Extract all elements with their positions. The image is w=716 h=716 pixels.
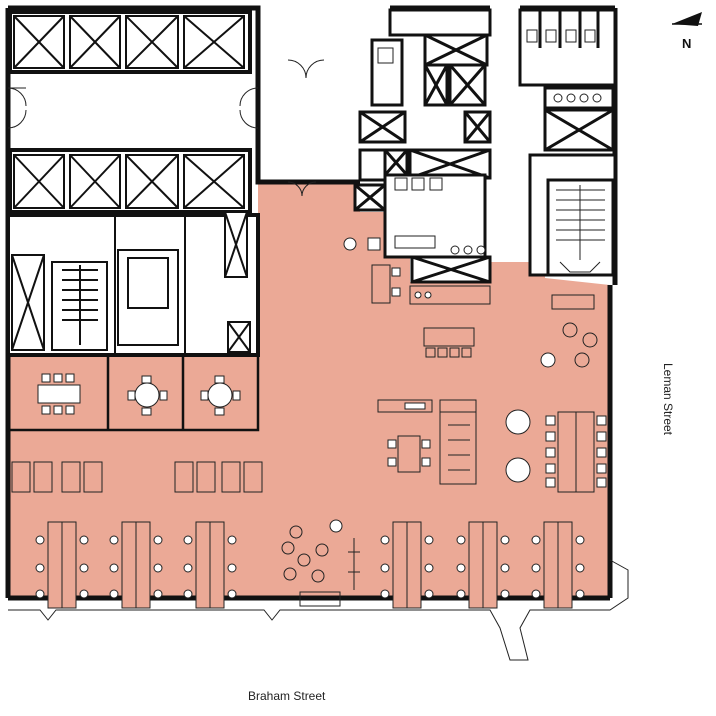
lift-bank-top [8, 10, 252, 74]
stair-treads-right [556, 185, 605, 273]
desk-clusters [47, 521, 573, 609]
lobby-doors [7, 59, 325, 197]
lift-bank-middle [8, 148, 252, 214]
bench-desks-right [545, 411, 607, 493]
meeting-rooms [6, 353, 260, 432]
lounge-seating [281, 519, 360, 607]
stair-core-left [6, 211, 260, 357]
facade-bottom [8, 559, 629, 661]
desk-chairs [35, 535, 585, 599]
north-arrow-icon [672, 12, 702, 26]
stair-core-right [518, 8, 617, 277]
breakout-area [377, 322, 598, 485]
kitchen [343, 237, 595, 310]
street-label-right: Leman Street [661, 362, 676, 436]
storage-units [11, 461, 263, 493]
toilets-right [526, 29, 602, 103]
toilets-central [377, 47, 486, 255]
meeting-room-furniture [37, 373, 241, 416]
north-label: N [682, 36, 692, 51]
street-label-bottom: Braham Street [248, 689, 326, 703]
